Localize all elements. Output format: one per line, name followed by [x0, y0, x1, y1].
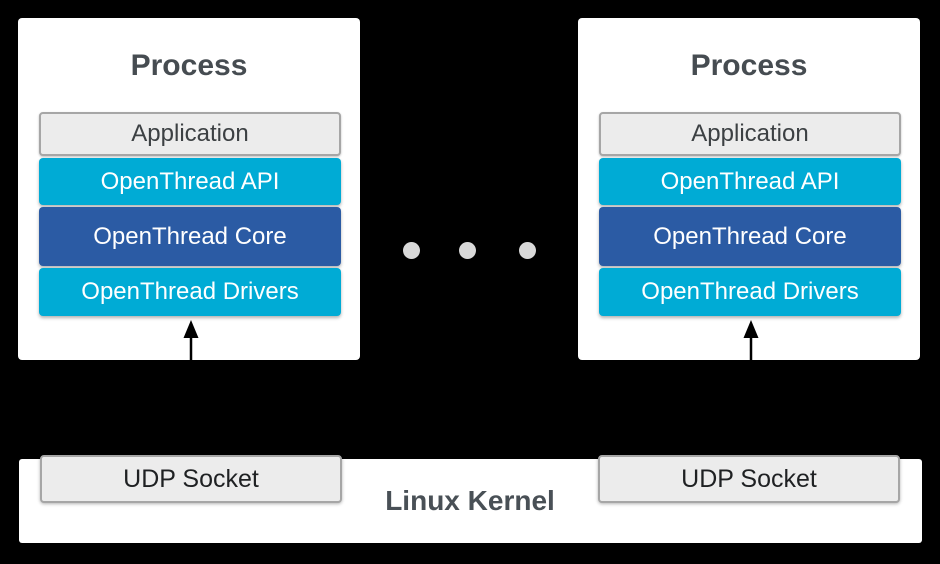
process-title: Process: [130, 49, 248, 82]
layer-application: Application: [39, 112, 341, 156]
process-card-right: Process Application OpenThread API OpenT…: [578, 18, 920, 360]
upward-arrow-icon: [743, 320, 759, 360]
linux-kernel-label: Linux Kernel: [385, 485, 555, 516]
layer-openthread-core: OpenThread Core: [599, 207, 901, 266]
process-card-left: Process Application OpenThread API OpenT…: [18, 18, 360, 360]
udp-socket-box-left: UDP Socket: [40, 455, 342, 503]
layer-openthread-api: OpenThread API: [39, 158, 341, 205]
layer-openthread-core: OpenThread Core: [39, 207, 341, 266]
ellipsis-dot: [519, 242, 536, 259]
upward-arrow-icon: [183, 320, 199, 360]
ellipsis-dot: [403, 242, 420, 259]
layer-stack: Application OpenThread API OpenThread Co…: [39, 112, 341, 316]
layer-openthread-drivers: OpenThread Drivers: [599, 268, 901, 316]
layer-stack: Application OpenThread API OpenThread Co…: [599, 112, 901, 316]
ellipsis-dot: [459, 242, 476, 259]
udp-socket-box-right: UDP Socket: [598, 455, 900, 503]
layer-openthread-drivers: OpenThread Drivers: [39, 268, 341, 316]
layer-application: Application: [599, 112, 901, 156]
layer-openthread-api: OpenThread API: [599, 158, 901, 205]
process-title: Process: [690, 49, 808, 82]
